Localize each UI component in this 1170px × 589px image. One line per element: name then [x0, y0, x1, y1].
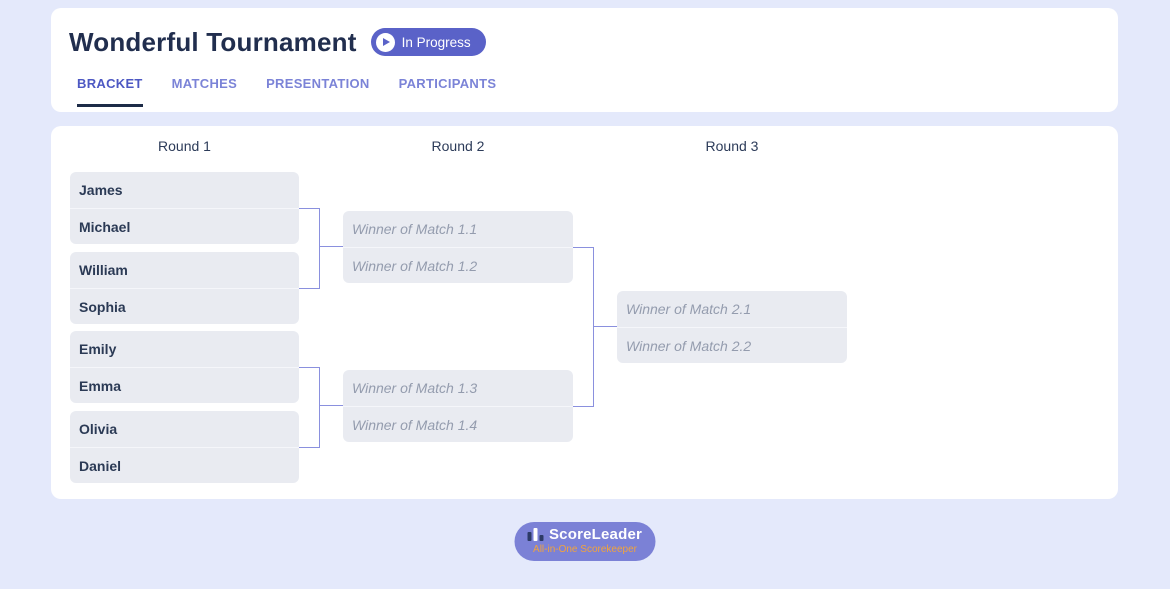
participant-slot: Sophia: [70, 288, 299, 324]
bracket-connector: [594, 326, 617, 327]
round-2-header: Round 2: [431, 138, 485, 154]
winner-placeholder-slot: Winner of Match 1.4: [343, 406, 573, 442]
match-2-2[interactable]: Winner of Match 1.3 Winner of Match 1.4: [343, 370, 573, 442]
tab-matches[interactable]: MATCHES: [171, 76, 238, 91]
bracket-connector: [573, 247, 594, 407]
tab-participants[interactable]: PARTICIPANTS: [398, 76, 497, 91]
status-badge-label: In Progress: [401, 34, 471, 50]
play-icon: [375, 32, 395, 52]
participant-slot: Daniel: [70, 447, 299, 483]
match-1-4[interactable]: Olivia Daniel: [70, 411, 299, 483]
tab-presentation[interactable]: PRESENTATION: [266, 76, 370, 91]
round-3-header: Round 3: [705, 138, 759, 154]
bracket-connector: [299, 208, 320, 289]
tab-bracket[interactable]: BRACKET: [77, 76, 143, 107]
bar-chart-icon: [527, 528, 544, 542]
match-1-1[interactable]: James Michael: [70, 172, 299, 244]
match-1-3[interactable]: Emily Emma: [70, 331, 299, 403]
winner-placeholder-slot: Winner of Match 1.3: [352, 380, 478, 396]
winner-placeholder-slot: Winner of Match 1.1: [352, 221, 478, 237]
tab-bar: BRACKET MATCHES PRESENTATION PARTICIPANT…: [77, 76, 496, 107]
match-3-1[interactable]: Winner of Match 2.1 Winner of Match 2.2: [617, 291, 847, 363]
winner-placeholder-slot: Winner of Match 2.1: [626, 301, 752, 317]
match-2-1[interactable]: Winner of Match 1.1 Winner of Match 1.2: [343, 211, 573, 283]
scoreleader-brand-pill[interactable]: ScoreLeader All-in-One Scorekeeper: [514, 522, 656, 561]
participant-slot: Michael: [70, 208, 299, 244]
bracket-connector: [320, 405, 343, 406]
brand-row: ScoreLeader: [527, 526, 643, 543]
participant-slot: James: [79, 182, 123, 198]
title-row: Wonderful Tournament In Progress: [69, 28, 486, 57]
page-title: Wonderful Tournament: [69, 27, 357, 57]
round-1-header: Round 1: [158, 138, 211, 154]
bracket-card: Round 1 Round 2 Round 3 James Michael Wi…: [51, 126, 1118, 499]
winner-placeholder-slot: Winner of Match 1.2: [343, 247, 573, 283]
brand-name: ScoreLeader: [548, 526, 643, 543]
participant-slot: Olivia: [79, 421, 118, 437]
brand-tagline: All-in-One Scorekeeper: [533, 544, 637, 555]
match-1-2[interactable]: William Sophia: [70, 252, 299, 324]
status-badge: In Progress: [370, 28, 486, 57]
bracket-connector: [299, 367, 320, 448]
participant-slot: Emma: [70, 367, 299, 403]
bracket-connector: [320, 246, 343, 247]
participant-slot: William: [79, 262, 128, 278]
header-card: Wonderful Tournament In Progress BRACKET…: [51, 8, 1118, 112]
winner-placeholder-slot: Winner of Match 2.2: [617, 327, 847, 363]
participant-slot: Emily: [79, 341, 117, 357]
